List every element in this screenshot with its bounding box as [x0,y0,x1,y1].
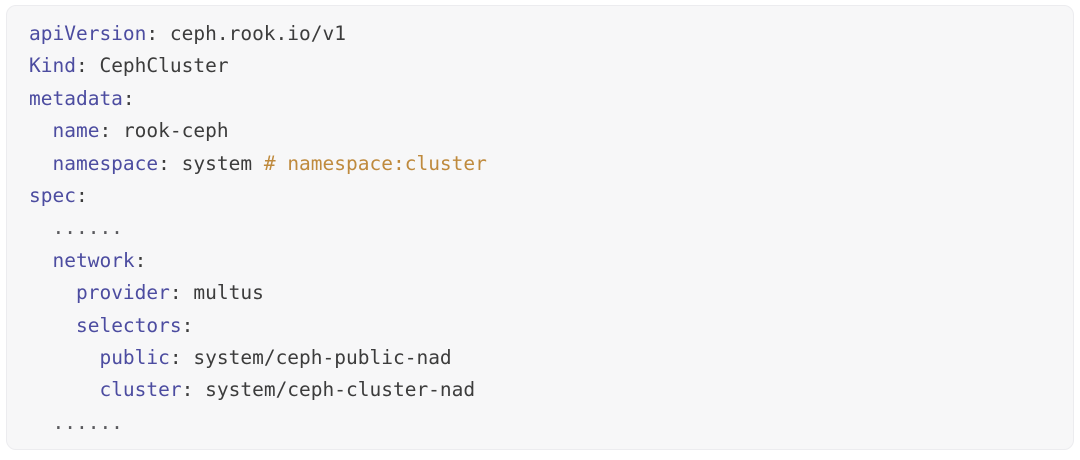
yaml-key: network [52,248,135,272]
code-line: public: system/ceph-public-nad [29,342,487,374]
yaml-value: system [181,151,253,175]
code-line: namespace: system # namespace:cluster [29,148,487,180]
yaml-key: spec [29,183,76,207]
yaml-colon: : [146,22,170,45]
yaml-key: provider [75,281,170,305]
line-indent [29,119,52,142]
yaml-value: CephCluster [99,54,229,78]
line-indent [29,281,76,304]
code-line: ...... [29,407,487,439]
code-line: spec: [29,180,487,212]
yaml-colon: : [181,378,206,402]
yaml-value: multus [193,281,264,305]
yaml-comment: # namespace:cluster [252,151,487,175]
code-line: provider: multus [29,277,487,309]
yaml-key: namespace [52,151,159,175]
yaml-colon: : [122,86,135,110]
yaml-colon: : [158,151,182,175]
code-line: name: rook-ceph [29,115,487,147]
yaml-key: selectors [75,313,182,337]
code-line: cluster: system/ceph-cluster-nad [29,374,487,406]
line-indent [29,249,52,272]
yaml-colon: : [134,248,147,272]
code-line: ...... [29,212,487,244]
line-indent [29,314,76,337]
code-ellipsis: ...... [52,216,123,240]
line-indent [29,216,52,239]
yaml-value: system/ceph-cluster-nad [205,378,476,402]
yaml-value: ceph.rook.io/v1 [169,22,346,45]
code-line: apiVersion: ceph.rook.io/v1 [29,18,487,50]
yaml-key: name [52,119,100,143]
line-indent [29,378,99,401]
yaml-colon: : [99,119,123,143]
yaml-colon: : [75,183,88,207]
line-indent [29,346,99,369]
code-line: network: [29,245,487,277]
code-line: selectors: [29,310,487,342]
yaml-key: cluster [99,378,182,402]
yaml-colon: : [75,54,100,78]
yaml-key: public [99,345,170,369]
code-ellipsis: ...... [52,410,123,434]
yaml-key: apiVersion [29,22,147,45]
yaml-colon: : [169,345,194,369]
yaml-value: rook-ceph [122,119,229,143]
line-indent [29,152,52,175]
yaml-key: metadata [29,86,123,110]
yaml-colon: : [169,281,194,305]
line-indent [29,411,52,434]
code-line: Kind: CephCluster [29,50,487,82]
yaml-value: system/ceph-public-nad [193,345,452,369]
yaml-colon: : [181,313,194,337]
code-line: metadata: [29,83,487,115]
yaml-key: Kind [29,54,76,78]
